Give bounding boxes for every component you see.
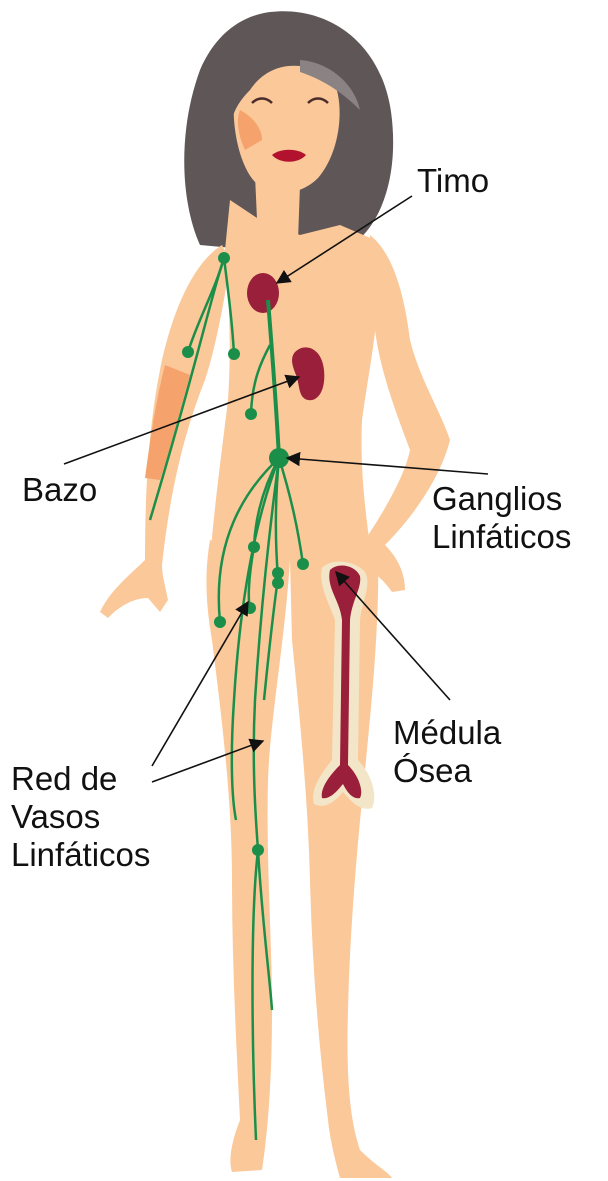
label-bazo: Bazo bbox=[22, 471, 97, 509]
label-timo: Timo bbox=[417, 162, 489, 200]
label-medula-osea: Médula Ósea bbox=[393, 714, 501, 790]
left-leg bbox=[206, 540, 290, 1172]
label-ganglios-line-2: Linfáticos bbox=[432, 518, 571, 556]
label-medula-line-2: Ósea bbox=[393, 752, 501, 790]
label-red-line-3: Linfáticos bbox=[11, 836, 150, 874]
thymus bbox=[247, 273, 279, 313]
label-red-line-2: Vasos bbox=[11, 798, 150, 836]
label-red-line-1: Red de bbox=[11, 760, 150, 798]
label-medula-line-1: Médula bbox=[393, 714, 501, 752]
label-red-vasos-linfaticos: Red de Vasos Linfáticos bbox=[11, 760, 150, 874]
torso bbox=[210, 200, 378, 560]
label-ganglios-line-1: Ganglios bbox=[432, 480, 571, 518]
label-ganglios-linfaticos: Ganglios Linfáticos bbox=[432, 480, 571, 556]
